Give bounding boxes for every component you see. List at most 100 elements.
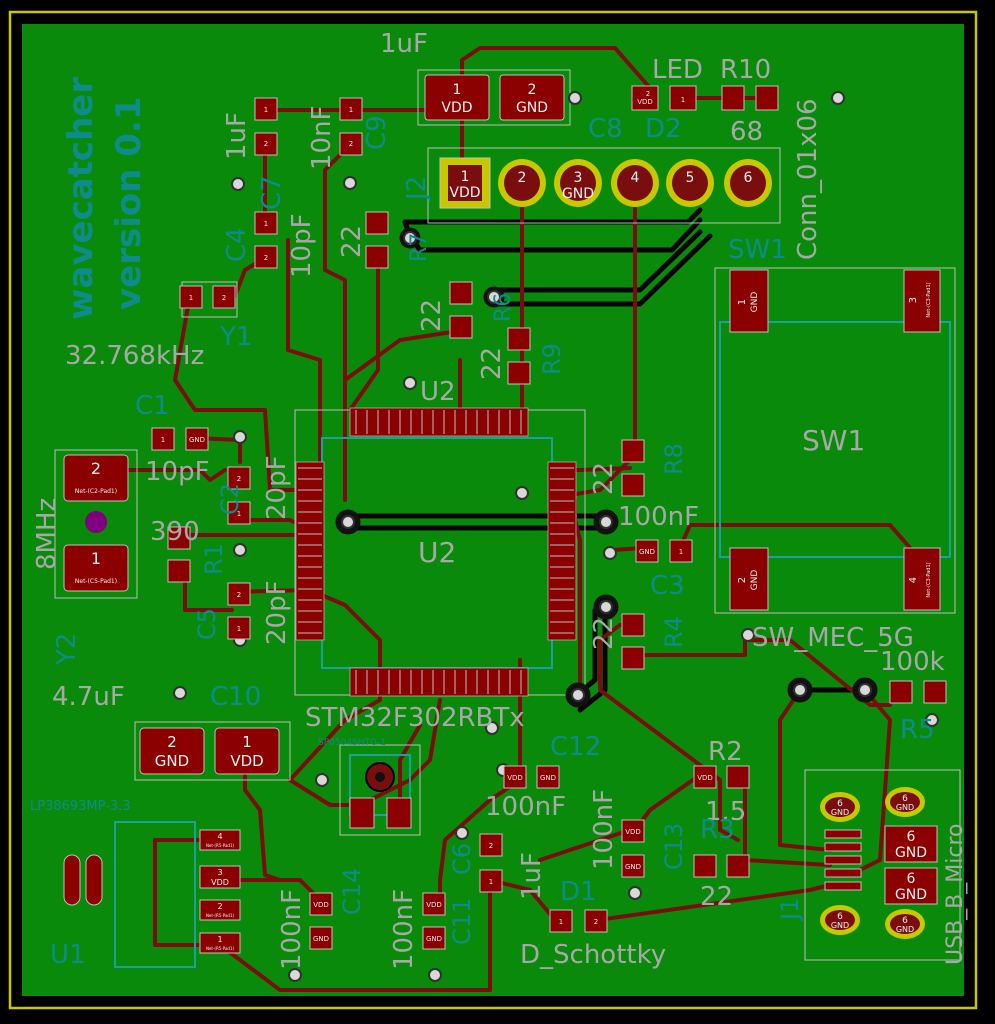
c8-pad2 <box>499 74 565 121</box>
silk-label-n6: 6 <box>837 912 843 922</box>
silk-label-gnd: GND <box>895 887 927 903</box>
silk-label-n1: 1 <box>91 549 101 568</box>
silk-label-v68: 68 <box>730 117 763 147</box>
silk-label-r1-val: 390 <box>150 517 200 547</box>
silk-label-d1: D1 <box>560 877 597 907</box>
silk-label-gnd: GND <box>639 548 655 556</box>
silk-label-j1: J1 <box>776 898 804 922</box>
silk-label-c10: C10 <box>210 682 261 712</box>
silk-label-c13: C13 <box>660 823 688 870</box>
silk-label-vdd: VDD <box>211 878 229 887</box>
silk-label-y2: Y2 <box>52 633 82 666</box>
silk-label-r9-val: 22 <box>477 347 507 380</box>
silk-label-n4: 4 <box>631 170 640 186</box>
silk-label-vdd: VDD <box>426 901 442 909</box>
silk-label-gnd: GND <box>895 845 927 861</box>
silk-label-r2-val: 1.5 <box>705 797 746 827</box>
large-pads: 1 VDD 2 GND 1 VDD 2 3 GND 4 5 6 1 GND 3 … <box>63 74 941 954</box>
silk-label-r2: R2 <box>708 737 743 767</box>
silk-label-n4: 4 <box>217 832 222 841</box>
silk-label-r7: R7 <box>407 233 432 262</box>
silk-label-gnd: GND <box>625 863 641 871</box>
silk-label-c4-val: 10pF <box>287 213 317 278</box>
silk-label-n2: 2 <box>349 140 353 148</box>
silk-label-n6: 6 <box>907 829 916 845</box>
silk-label-n2: 2 <box>217 902 222 911</box>
silk-label-gnd: GND <box>750 292 760 313</box>
silk-label-n2: 2 <box>91 459 101 478</box>
silk-label-n2: 2 <box>489 842 493 850</box>
silk-label-n1: 1 <box>264 220 268 228</box>
silk-label-gnd: GND <box>750 570 760 591</box>
silk-label-n5: 5 <box>686 170 695 186</box>
silk-label-n1: 1 <box>559 918 563 926</box>
silk-label-gnd: GND <box>831 808 849 817</box>
silk-label-j2: J2 <box>402 176 432 202</box>
silk-label-n1: 1 <box>489 878 493 886</box>
silk-label-r4-val: 22 <box>589 617 619 650</box>
silk-label-gnd: GND <box>896 925 914 934</box>
silk-label-led: LED <box>652 55 703 85</box>
silk-label-c5-val: 20pF <box>262 580 292 645</box>
silk-label-c7-val: 1uF <box>222 112 252 160</box>
vias <box>173 91 939 982</box>
silk-label-c11-val: 100nF <box>389 889 419 970</box>
silk-label-c11: C11 <box>448 898 476 945</box>
silk-label-vdd: VDD <box>637 98 653 106</box>
silk-label-n2: 2 <box>646 90 650 98</box>
silk-label-r4: R4 <box>660 616 688 648</box>
silk-label-regulator: LP38693MP-3.3 <box>30 799 131 814</box>
silk-label-r5: R5 <box>900 715 935 745</box>
silk-label-c12: C12 <box>550 732 601 762</box>
silk-label-r8: R8 <box>660 443 688 475</box>
silk-label-n1: 1 <box>242 733 252 751</box>
silk-label-n6: 6 <box>902 916 908 926</box>
silk-label-c9: C9 <box>362 115 392 150</box>
silk-label-gnd: GND <box>426 935 442 943</box>
board-title: wavecatcher <box>61 77 101 320</box>
silk-label-c3-val: 100nF <box>618 502 699 532</box>
silk-label-vdd: VDD <box>313 901 329 909</box>
silk-label-n6: 6 <box>907 871 916 887</box>
silk-label-n2: 2 <box>264 254 268 262</box>
silk-label-c7: C7 <box>257 175 287 210</box>
silk-label-n1: 1 <box>264 106 268 114</box>
silk-label-gnd: GND <box>313 935 329 943</box>
silk-label-sw-mec: SW_MEC_5G <box>752 623 914 653</box>
silk-label-u1: U1 <box>50 940 86 970</box>
silk-label-n3: 3 <box>908 297 919 303</box>
silk-label-gnd: GND <box>189 436 205 444</box>
silk-label-c1: C1 <box>135 391 170 421</box>
silk-label-usb: USB_B_Micro <box>943 824 968 965</box>
silk-label-n1: 1 <box>453 82 462 98</box>
silk-label-n2: 2 <box>222 294 226 302</box>
silkscreen-labels: wavecatcher version 0.1 1uF LED R10 Conn… <box>30 29 968 970</box>
silk-label-vdd: VDD <box>230 752 263 770</box>
silk-label-c9-val: 10nF <box>307 105 337 170</box>
silk-label-n6: 6 <box>837 799 843 809</box>
silk-label-gnd: GND <box>155 752 189 770</box>
silk-label-c4: C4 <box>222 227 252 262</box>
silk-label-u2-top: U2 <box>420 377 456 407</box>
silk-label-c3: C3 <box>650 571 685 601</box>
silk-label-u1-p1: Net-(R5-Pad1) <box>206 946 235 951</box>
silk-label-r3-val: 22 <box>700 882 733 912</box>
silk-label-n1: 1 <box>237 510 241 518</box>
silk-label-sw-pad1: Net-(C3-Pad1) <box>926 282 932 317</box>
c8-pad1 <box>424 74 490 121</box>
silk-label-c1-val: 10pF <box>145 457 210 487</box>
board-version: version 0.1 <box>109 96 149 310</box>
silk-label-c6: C6 <box>448 843 476 875</box>
silk-label-n2: 2 <box>594 918 598 926</box>
silk-label-gnd: GND <box>831 921 849 930</box>
top-traces <box>103 46 927 992</box>
passive-pads <box>63 85 947 950</box>
silk-label-mcu: STM32F302RBTx <box>305 703 525 733</box>
silk-label-r8-val: 22 <box>589 462 619 495</box>
silk-label-gnd: GND <box>516 100 548 116</box>
silk-label-vdd: VDD <box>449 185 480 201</box>
silk-label-gnd: GND <box>540 774 556 782</box>
silk-label-sw-pad2: Net-(C3-Pad1) <box>926 562 932 597</box>
